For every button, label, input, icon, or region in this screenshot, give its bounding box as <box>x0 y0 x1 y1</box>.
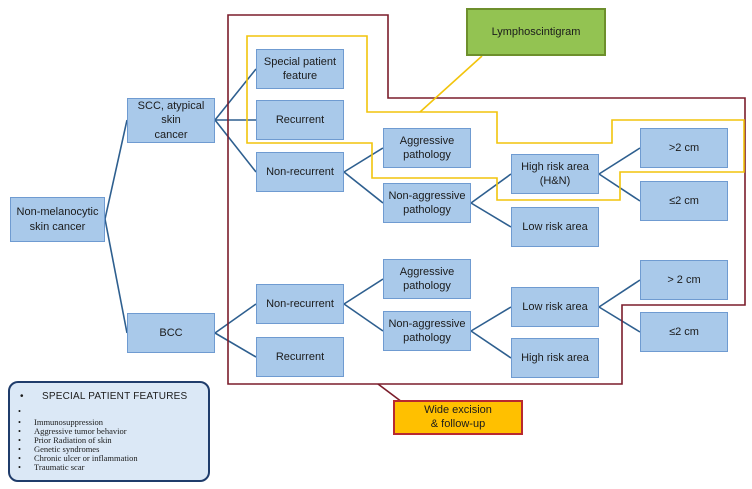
legend-item: Chronic ulcer or inflammation <box>18 454 138 464</box>
node-bcc-gt-2cm: > 2 cm <box>640 260 728 300</box>
legend-item: Genetic syndromes <box>18 445 138 455</box>
legend-bullet-empty <box>18 407 138 418</box>
node-non-melanocytic-skin-cancer: Non-melanocytic skin cancer <box>10 197 105 242</box>
node-scc-low-risk-area: Low risk area <box>511 207 599 247</box>
connector-bcc-nonrecurrent-nonaggressive <box>343 303 384 332</box>
node-scc-aggressive-pathology: Aggressive pathology <box>383 128 471 168</box>
wide-excision-region-outline <box>227 14 746 385</box>
node-scc-atypical: SCC, atypical skin cancer <box>127 98 215 143</box>
outcome-wide-excision: Wide excision & follow-up <box>393 400 523 435</box>
node-scc-le-2cm: ≤2 cm <box>640 181 728 221</box>
node-bcc-low-risk-area: Low risk area <box>511 287 599 327</box>
node-scc-non-recurrent: Non-recurrent <box>256 152 344 192</box>
connector-scc-special <box>214 68 257 121</box>
connector-bcc-lowrisk-le2 <box>598 306 641 333</box>
node-bcc: BCC <box>127 313 215 353</box>
node-bcc-non-recurrent: Non-recurrent <box>256 284 344 324</box>
node-bcc-recurrent: Recurrent <box>256 337 344 377</box>
wide-excision-link-line <box>377 383 403 403</box>
lymphoscintigram-region-outline <box>246 35 745 201</box>
connector-bcc-nonrecurrent <box>214 303 257 334</box>
node-bcc-le-2cm: ≤2 cm <box>640 312 728 352</box>
legend-item: Traumatic scar <box>18 463 138 473</box>
connector-bcc-nonrecurrent-aggressive <box>343 278 384 305</box>
legend-item: Prior Radiation of skin <box>18 436 138 446</box>
node-scc-high-risk-area: High risk area (H&N) <box>511 154 599 194</box>
connector-bcc-nonaggressive-highrisk <box>470 330 512 359</box>
connector-bcc-recurrent <box>214 332 257 358</box>
node-bcc-high-risk-area: High risk area <box>511 338 599 378</box>
special-patient-features-title: SPECIAL PATIENT FEATURES <box>20 391 187 402</box>
connector-root-scc <box>104 119 128 220</box>
node-bcc-aggressive-pathology: Aggressive pathology <box>383 259 471 299</box>
connector-scc-nonaggressive-lowrisk <box>470 202 512 228</box>
special-patient-features-panel: SPECIAL PATIENT FEATURES Immunosuppressi… <box>8 381 210 482</box>
node-scc-recurrent: Recurrent <box>256 100 344 140</box>
connector-root-bcc <box>104 218 128 334</box>
outcome-lymphoscintigram: Lymphoscintigram <box>466 8 606 56</box>
connector-scc-nonrecurrent-nonaggressive <box>343 171 384 204</box>
connector-scc-nonrecurrent <box>214 119 257 173</box>
connector-scc-nonaggressive-highrisk <box>470 173 512 204</box>
node-bcc-non-aggressive-pathology: Non-aggressive pathology <box>383 311 471 351</box>
connector-bcc-lowrisk-gt2 <box>598 279 641 308</box>
legend-item: Aggressive tumor behavior <box>18 427 138 437</box>
node-scc-special-patient-feature: Special patient feature <box>256 49 344 89</box>
connector-scc-nonrecurrent-aggressive <box>343 147 384 173</box>
connector-bcc-nonaggressive-lowrisk <box>470 306 512 332</box>
connector-scc-highrisk-gt2 <box>598 147 641 175</box>
node-scc-non-aggressive-pathology: Non-aggressive pathology <box>383 183 471 223</box>
node-scc-gt-2cm: >2 cm <box>640 128 728 168</box>
lymphoscintigram-link-line <box>419 55 483 113</box>
legend-item: Immunosuppression <box>18 418 138 428</box>
special-patient-features-list: Immunosuppression Aggressive tumor behav… <box>18 407 138 472</box>
